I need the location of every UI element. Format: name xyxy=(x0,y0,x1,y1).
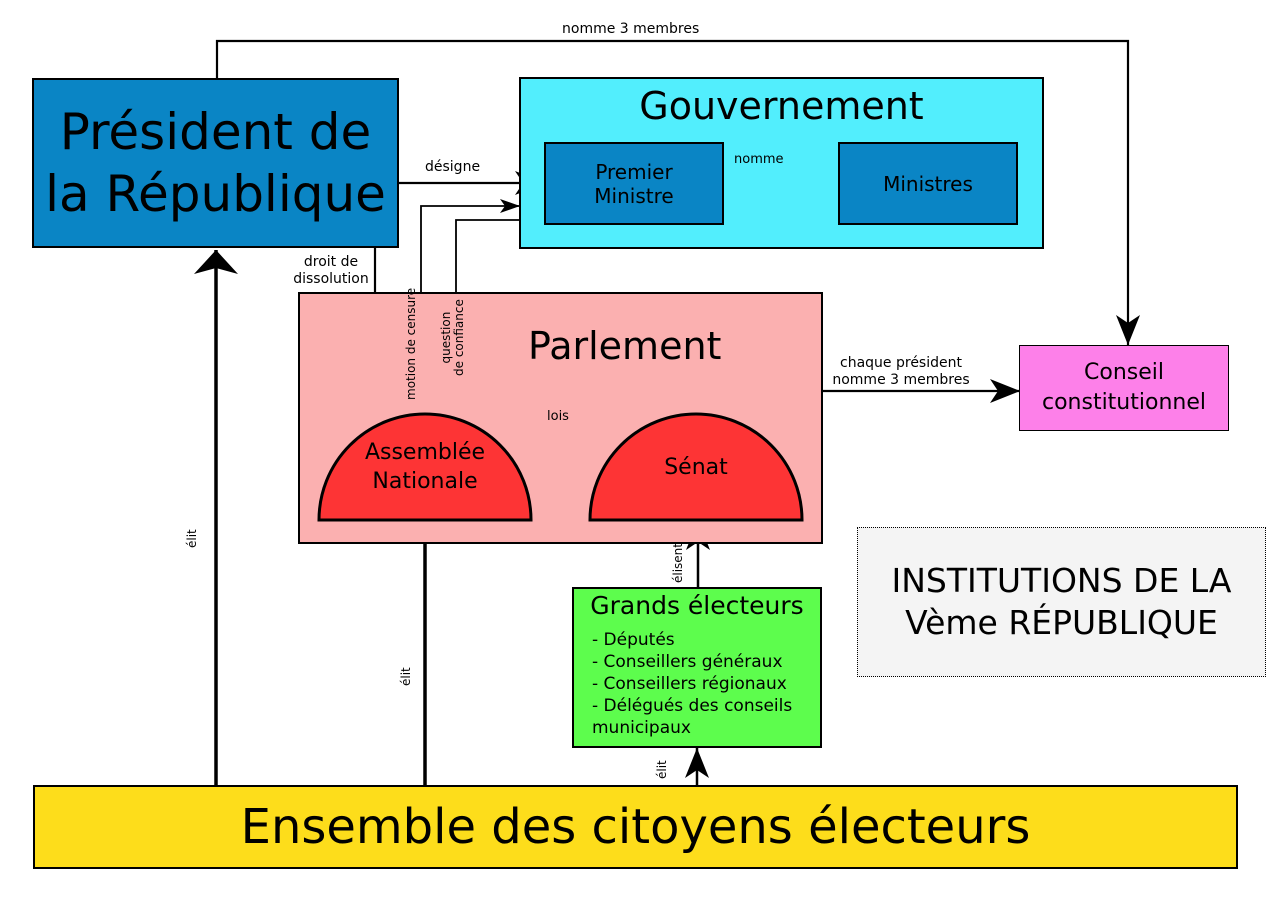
label-motion-censure: motion de censure xyxy=(404,287,418,400)
label-question-confiance: question de confiance xyxy=(439,299,466,376)
label-nomme-3-membres: nomme 3 membres xyxy=(562,21,700,37)
label-chaque-line1: chaque président xyxy=(840,355,962,371)
president-line2: la République xyxy=(45,165,386,223)
label-nomme: nomme xyxy=(734,152,784,167)
label-droit-line1: droit de xyxy=(303,254,359,270)
conseil-line1: Conseil xyxy=(1084,360,1164,385)
arrow-nomme-3-membres xyxy=(215,39,1140,345)
label-elisent: élisent xyxy=(671,543,685,583)
premier-ministre-box: Premier Ministre xyxy=(544,142,724,225)
ministres-box: Ministres xyxy=(838,142,1018,225)
label-elit-middle: élit xyxy=(399,667,413,686)
institutions-box: INSTITUTIONS DE LA Vème RÉPUBLIQUE xyxy=(857,527,1266,677)
president-box: Président de la République xyxy=(32,78,399,248)
label-droit-dissolution: droit de dissolution xyxy=(290,254,372,288)
label-droit-line2: dissolution xyxy=(293,271,369,287)
label-question-line2: de confiance xyxy=(452,299,466,376)
list-item: - Conseillers généraux xyxy=(592,652,783,672)
assemblee-line2: Nationale xyxy=(372,469,478,494)
gouvernement-title: Gouvernement xyxy=(639,84,924,128)
premier-ministre-line1: Premier xyxy=(595,159,673,184)
list-item: - Conseillers régionaux xyxy=(592,674,787,694)
premier-ministre-line2: Ministre xyxy=(594,183,674,208)
senat-label: Sénat xyxy=(664,455,728,480)
parlement-title: Parlement xyxy=(528,324,722,368)
label-chaque-line2: nomme 3 membres xyxy=(832,372,970,388)
grands-electeurs-list: - Députés - Conseillers généraux - Conse… xyxy=(592,629,792,739)
president-line1: Président de xyxy=(59,103,372,161)
list-item: - Députés xyxy=(592,630,675,650)
assemblee-label: Assemblée Nationale xyxy=(325,438,525,496)
grands-electeurs-box: Grands électeurs - Députés - Conseillers… xyxy=(572,587,822,748)
label-elit-bottom: élit xyxy=(655,760,669,779)
institutions-line1: INSTITUTIONS DE LA xyxy=(891,561,1232,600)
list-item: - Délégués des conseils xyxy=(592,696,793,716)
label-lois: lois xyxy=(547,409,569,424)
label-designe: désigne xyxy=(425,159,481,175)
citoyens-label: Ensemble des citoyens électeurs xyxy=(240,799,1031,855)
grands-electeurs-title: Grands électeurs xyxy=(590,591,804,620)
assemblee-line1: Assemblée xyxy=(364,440,486,465)
ministres-label: Ministres xyxy=(883,171,973,196)
label-elit-left: élit xyxy=(185,529,199,548)
conseil-line2: constitutionnel xyxy=(1041,390,1206,415)
citoyens-box: Ensemble des citoyens électeurs xyxy=(33,785,1238,869)
conseil-box: Conseil constitutionnel xyxy=(1019,345,1229,431)
label-chaque-president: chaque président nomme 3 membres xyxy=(828,355,974,389)
institutions-line2: Vème RÉPUBLIQUE xyxy=(905,603,1218,642)
list-item: municipaux xyxy=(592,718,691,738)
